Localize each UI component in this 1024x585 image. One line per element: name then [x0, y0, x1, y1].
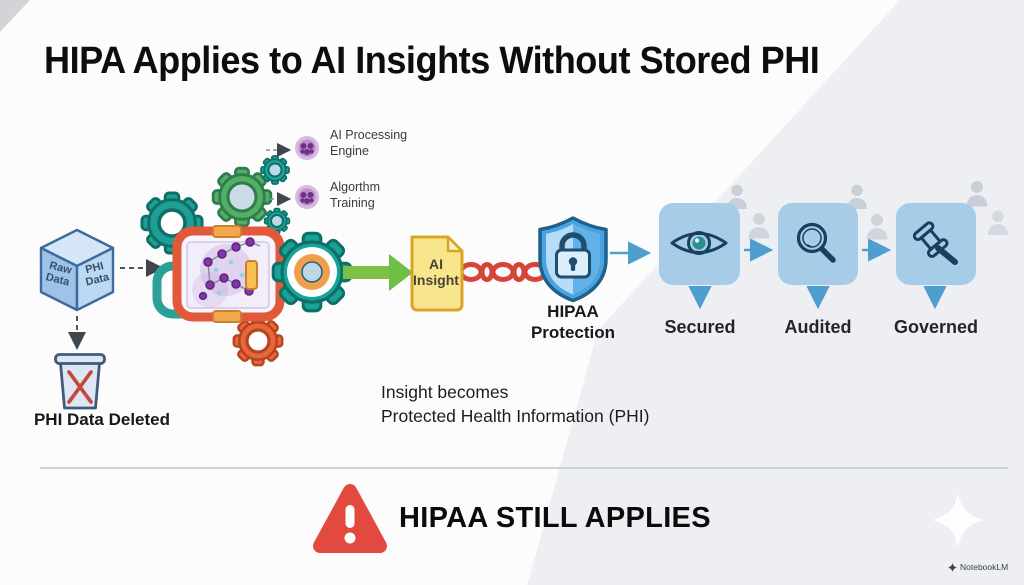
ai-processing-engine-label: AI Processing Engine — [330, 128, 408, 158]
ai-document-icon — [410, 235, 464, 312]
stage-label-audited: Audited — [784, 317, 852, 337]
stage-label-secured: Secured — [664, 317, 736, 337]
notebooklm-logo-icon — [948, 562, 957, 572]
data-cube-icon — [39, 228, 115, 312]
eye-icon — [670, 231, 728, 255]
green-output-arrow — [343, 254, 413, 291]
ai-engine-icon — [295, 136, 319, 160]
watermark: NotebookLM — [948, 562, 1008, 572]
stage-connector-arrows — [610, 238, 947, 310]
hipaa-protection-label: HIPAA Protection — [530, 302, 616, 342]
section-divider — [40, 467, 1008, 469]
molecule-panel — [186, 237, 270, 309]
insight-note: Insight becomes Protected Health Informa… — [381, 382, 650, 426]
shield-lock-icon — [538, 216, 608, 303]
trash-icon — [54, 353, 106, 410]
ai-machine-illustration — [140, 136, 353, 367]
chain-icon — [458, 262, 548, 282]
algorithm-training-label: Algorthm Training — [330, 180, 381, 210]
machine-tab-bottom — [212, 310, 242, 323]
page-title: HIPA Applies to AI Insights Without Stor… — [44, 40, 820, 82]
stage-boxes — [659, 203, 976, 285]
machine-tab-right — [245, 260, 258, 290]
magnifier-icon — [796, 222, 836, 263]
algorithm-training-icon — [295, 185, 319, 209]
sparkle-icon — [932, 492, 984, 548]
machine-tab-top — [212, 225, 242, 238]
gavel-icon — [912, 221, 958, 265]
watermark-label: NotebookLM — [960, 562, 1009, 572]
warning-icon — [313, 484, 387, 553]
stage-label-governed: Governed — [893, 317, 979, 337]
phi-deleted-label: PHI Data Deleted — [33, 410, 171, 429]
warning-text: HIPAA STILL APPLIES — [399, 502, 711, 534]
ai-insight-label: AI Insight — [413, 256, 459, 288]
